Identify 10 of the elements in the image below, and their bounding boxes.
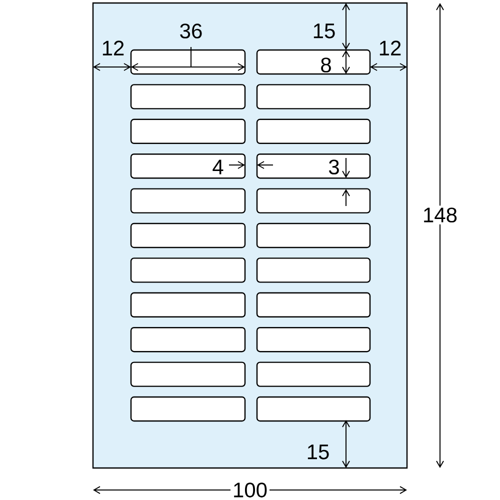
dimension-label: 3 [328,160,339,174]
dimension-label: 148 [420,206,460,224]
dimension-label: 12 [380,40,401,56]
dimension-label: 36 [180,24,202,38]
dimension-label: 15 [308,444,329,460]
dimension-label: 15 [314,24,335,38]
dimension-label: 4 [212,160,224,174]
dimension-label: 100 [230,480,270,500]
dimension-label: 8 [321,58,331,72]
dimension-label: 12 [102,40,124,56]
